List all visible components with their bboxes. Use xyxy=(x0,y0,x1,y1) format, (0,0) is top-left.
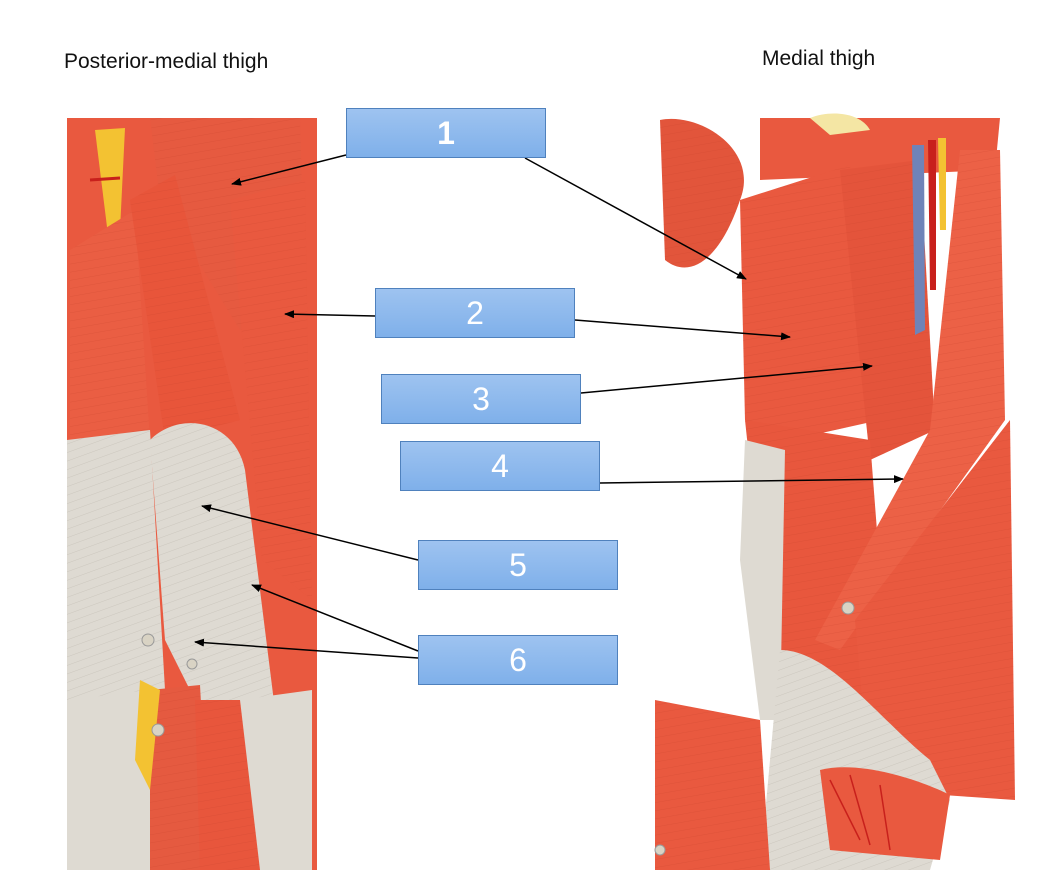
arrow-2-left xyxy=(284,310,376,319)
arrow-3 xyxy=(580,362,873,394)
left-sciatic-nerve xyxy=(95,128,125,235)
right-pubic-bone xyxy=(810,113,870,135)
right-peg xyxy=(841,601,855,615)
title-medial-thigh: Medial thigh xyxy=(762,47,876,70)
arrow-1-left xyxy=(231,154,347,186)
left-peg-3 xyxy=(186,658,198,670)
right-genicular-vessels xyxy=(829,774,891,851)
right-it-tendon xyxy=(740,440,785,720)
right-thigh-photo xyxy=(654,113,1015,870)
arrow-6-lower xyxy=(194,638,419,659)
arrow-5 xyxy=(201,504,419,561)
leader-lines xyxy=(194,154,904,659)
arrow-6-upper xyxy=(251,584,419,652)
label-box-1: 1 xyxy=(346,108,546,158)
left-vessel xyxy=(89,176,121,182)
right-femoral-vein xyxy=(912,145,925,335)
arrow-4 xyxy=(599,475,904,484)
left-thigh-photo xyxy=(67,118,317,870)
left-peg-2 xyxy=(151,723,165,737)
right-peg-2 xyxy=(654,844,666,856)
arrow-2-right xyxy=(574,319,791,341)
arrow-1-right xyxy=(524,157,747,280)
left-tibial-nerve xyxy=(135,680,160,790)
label-box-2: 2 xyxy=(375,288,575,338)
left-peg xyxy=(141,633,155,647)
right-femoral-nerve xyxy=(938,138,946,230)
label-box-4: 4 xyxy=(400,441,600,491)
right-femoral-artery xyxy=(928,140,936,290)
label-box-3: 3 xyxy=(381,374,581,424)
label-box-5: 5 xyxy=(418,540,618,590)
title-posterior-medial-thigh: Posterior-medial thigh xyxy=(64,50,269,73)
label-box-6: 6 xyxy=(418,635,618,685)
left-lower-medial-tendon xyxy=(240,690,312,870)
